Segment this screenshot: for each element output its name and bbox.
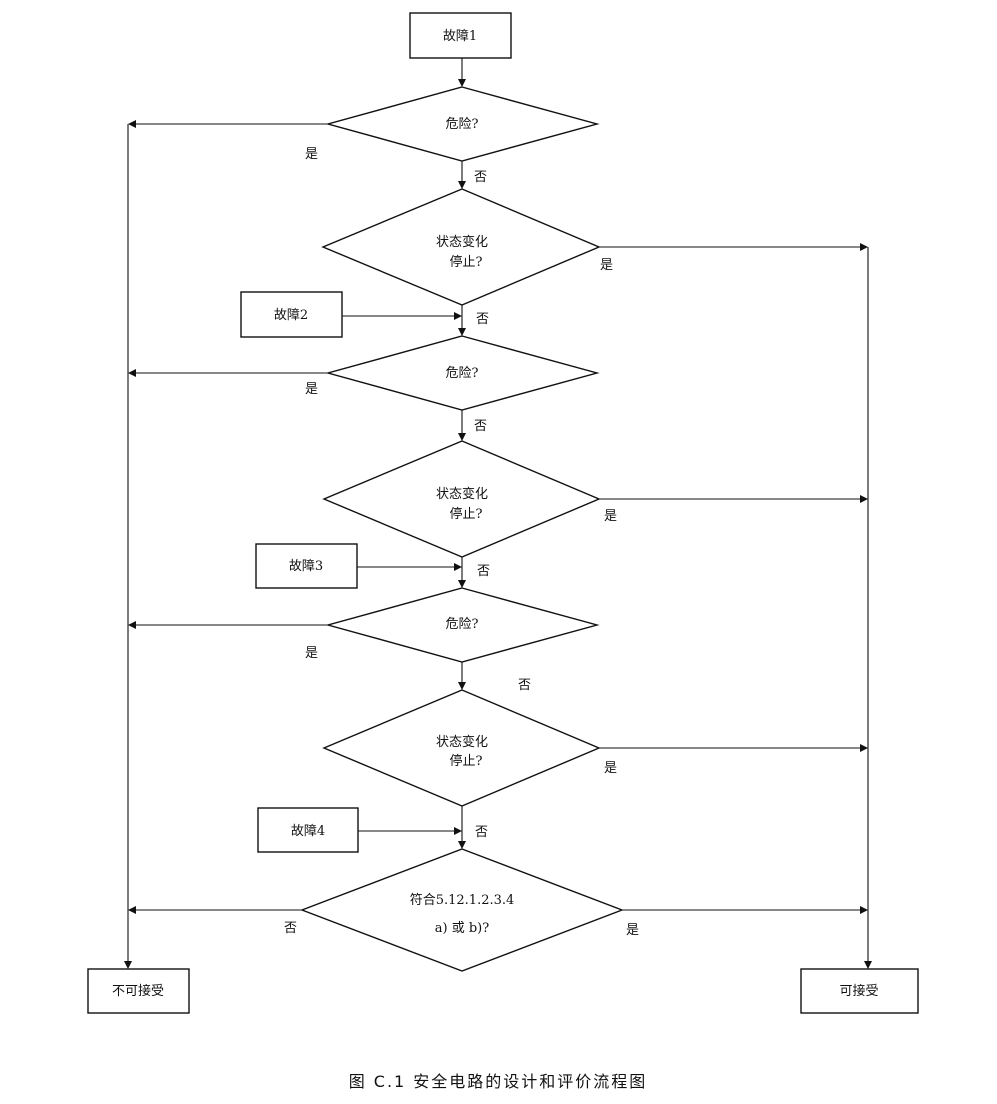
fault-box-1: 故障1 bbox=[409, 12, 512, 59]
decision-state-3: 状态变化 停止? bbox=[322, 689, 601, 807]
figure-caption: 图 C.1 安全电路的设计和评价流程图 bbox=[349, 1072, 648, 1091]
branch-yes-label: 是 bbox=[600, 258, 613, 273]
arrowhead bbox=[454, 312, 462, 320]
main-flow-connectors bbox=[458, 58, 466, 849]
outcome-acceptable-label: 可接受 bbox=[839, 983, 878, 999]
fault-1-label: 故障1 bbox=[443, 29, 477, 44]
fault-box-4: 故障4 bbox=[257, 807, 359, 853]
fault-3-label: 故障3 bbox=[289, 559, 323, 574]
branch-no-label: 否 bbox=[518, 678, 531, 693]
fault-4-label: 故障4 bbox=[291, 824, 325, 839]
branch-yes-label: 是 bbox=[604, 509, 617, 524]
decision-danger-2: 危险? bbox=[325, 335, 600, 411]
branch-yes-label: 是 bbox=[305, 646, 318, 661]
decision-compliance: 符合5.12.1.2.3.4 a) 或 b)? bbox=[300, 848, 624, 972]
decision-compliance-line2: a) 或 b)? bbox=[435, 921, 489, 936]
arrowhead bbox=[458, 328, 466, 336]
branch-no-label: 否 bbox=[476, 312, 489, 327]
decision-state-3-line2: 停止? bbox=[450, 753, 483, 769]
arrowhead bbox=[860, 243, 868, 251]
arrowhead bbox=[860, 495, 868, 503]
outcome-acceptable-box: 可接受 bbox=[800, 968, 919, 1014]
arrowhead bbox=[458, 841, 466, 849]
branch-labels: 是 否 是 否 是 否 是 否 是 否 是 否 否 是 bbox=[284, 147, 639, 938]
decision-danger-1-label: 危险? bbox=[446, 117, 479, 132]
arrowhead bbox=[458, 433, 466, 441]
outcome-unacceptable-box: 不可接受 bbox=[87, 968, 190, 1014]
decision-danger-2-label: 危险? bbox=[446, 366, 479, 381]
fault-box-2: 故障2 bbox=[240, 291, 343, 338]
arrowhead bbox=[454, 563, 462, 571]
branch-yes-label: 是 bbox=[305, 147, 318, 162]
outcome-unacceptable-label: 不可接受 bbox=[112, 983, 164, 999]
decision-state-3-line1: 状态变化 bbox=[436, 734, 488, 750]
arrowhead bbox=[458, 682, 466, 690]
branch-no-label: 否 bbox=[475, 825, 488, 840]
arrowhead bbox=[128, 120, 136, 128]
branch-no-label: 否 bbox=[284, 921, 297, 936]
fault-injection-connectors bbox=[342, 312, 462, 835]
decision-danger-1: 危险? bbox=[325, 86, 600, 162]
decision-state-1-line2: 停止? bbox=[450, 254, 483, 270]
arrowhead bbox=[458, 181, 466, 189]
branch-yes-label: 是 bbox=[305, 382, 318, 397]
arrowhead bbox=[458, 79, 466, 87]
decision-state-2: 状态变化 停止? bbox=[322, 440, 601, 558]
decision-state-2-line2: 停止? bbox=[450, 506, 483, 522]
branch-yes-label: 是 bbox=[604, 761, 617, 776]
branch-no-label: 否 bbox=[474, 170, 487, 185]
arrowhead bbox=[128, 369, 136, 377]
branch-no-label: 否 bbox=[477, 564, 490, 579]
fault-box-3: 故障3 bbox=[255, 543, 358, 589]
arrowhead bbox=[864, 961, 872, 969]
decision-compliance-line1: 符合5.12.1.2.3.4 bbox=[410, 892, 515, 908]
arrowhead bbox=[860, 906, 868, 914]
decision-danger-3: 危险? bbox=[325, 587, 600, 663]
decision-state-1: 状态变化 停止? bbox=[321, 188, 601, 306]
arrowhead bbox=[128, 906, 136, 914]
arrowhead bbox=[860, 744, 868, 752]
arrowhead bbox=[458, 580, 466, 588]
arrowhead bbox=[454, 827, 462, 835]
fault-2-label: 故障2 bbox=[274, 308, 308, 323]
right-bus-connectors bbox=[599, 243, 872, 969]
left-bus-connectors bbox=[124, 120, 328, 969]
decision-state-2-line1: 状态变化 bbox=[436, 486, 488, 502]
branch-no-label: 否 bbox=[474, 419, 487, 434]
branch-yes-label: 是 bbox=[626, 923, 639, 938]
decision-state-1-line1: 状态变化 bbox=[436, 234, 488, 250]
arrowhead bbox=[124, 961, 132, 969]
arrowhead bbox=[128, 621, 136, 629]
decision-danger-3-label: 危险? bbox=[446, 617, 479, 632]
